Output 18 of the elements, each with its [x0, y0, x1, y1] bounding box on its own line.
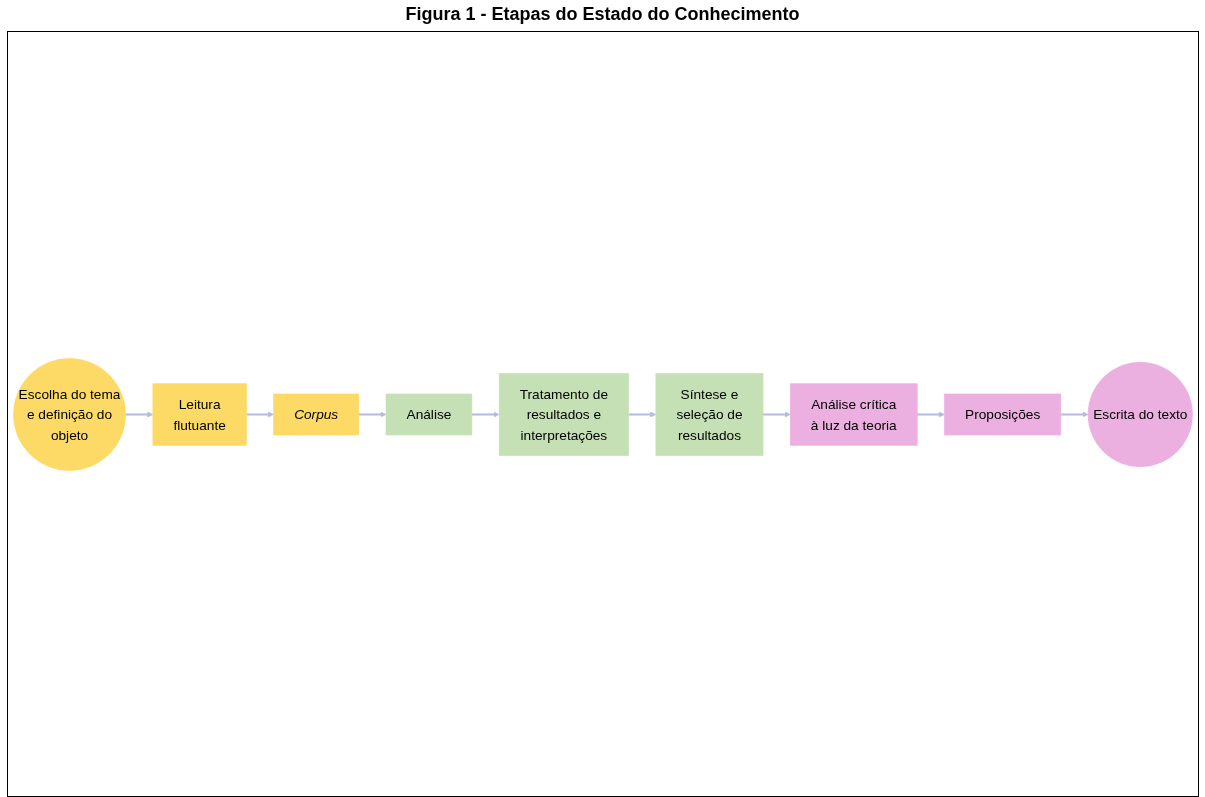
node-box: Análise crítica à luz da teoria — [789, 382, 918, 446]
node-box: Leitura flutuante — [152, 382, 247, 446]
figure-title: Figura 1 - Etapas do Estado do Conhecimento — [405, 4, 800, 25]
arrow — [358, 411, 386, 417]
node-box: Tratamento de resultados e interpretações — [498, 372, 629, 456]
node-box: Proposições — [943, 393, 1061, 435]
node-box: Corpus — [272, 393, 359, 435]
node-box: Síntese e seleção de resultados — [655, 372, 763, 456]
arrow — [125, 411, 153, 417]
arrow — [916, 411, 945, 417]
node-circle: Escrita do texto — [1087, 361, 1193, 467]
arrow — [762, 411, 791, 417]
node-box: Análise — [385, 393, 472, 435]
arrow — [245, 411, 274, 417]
arrow — [628, 411, 656, 417]
node-circle: Escolha do tema e definição do objeto — [12, 357, 126, 471]
arrow — [471, 411, 499, 417]
arrow — [1060, 411, 1088, 417]
